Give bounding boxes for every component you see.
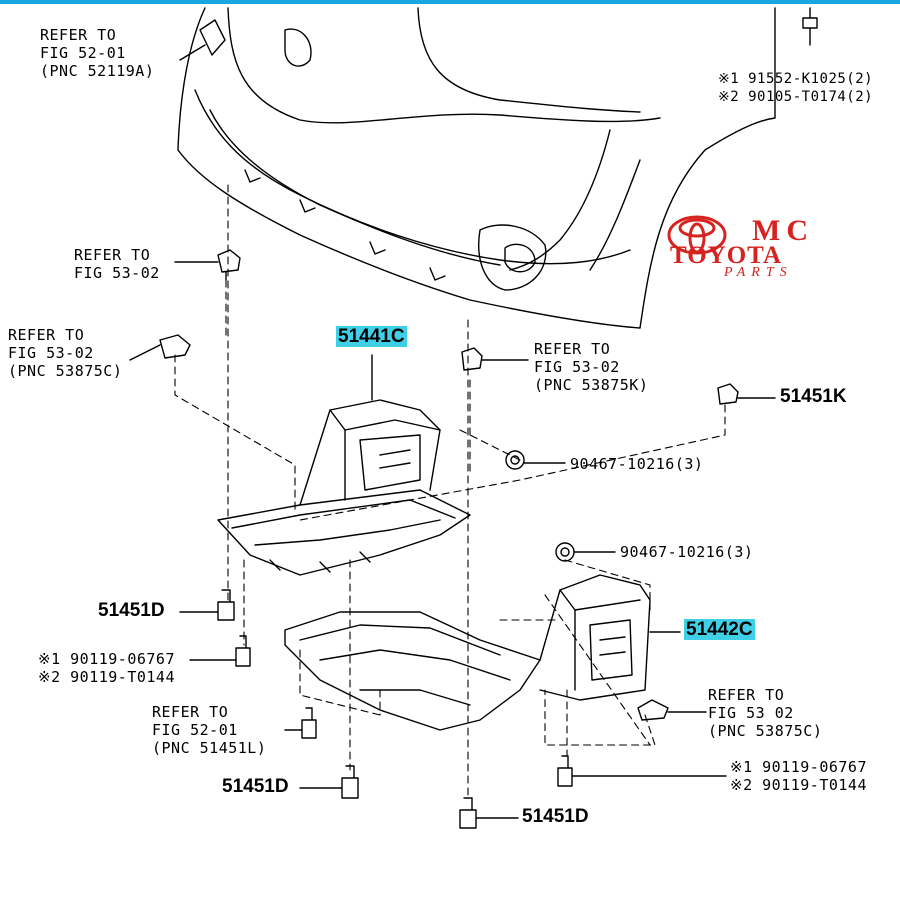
right-bolt-part-numbers: ※1 90119-06767 ※2 90119-T0144 [730,758,867,794]
refer-line: (PNC 53875C) [708,722,823,740]
left-engine-undercover [217,399,471,576]
refer-line: REFER TO [708,686,785,704]
part-90467-b-label[interactable]: 90467-10216(3) [620,543,754,561]
part-51451k-label[interactable]: 51451K [780,386,847,407]
refer-line: FIG 53-02 [74,264,160,282]
refer-fig-53-02-a: REFER TO FIG 53-02 [74,246,160,282]
refer-line: (PNC 53875C) [8,362,123,380]
refer-line: FIG 52-01 [40,44,126,62]
part-51442c-label[interactable]: 51442C [684,619,755,640]
part-number: ※2 90119-T0144 [38,668,175,686]
refer-fig-53-02-c: REFER TO FIG 53-02 (PNC 53875K) [534,340,648,394]
part-51441c-label[interactable]: 51441C [336,326,407,347]
refer-line: REFER TO [40,26,117,44]
refer-line: REFER TO [74,246,151,264]
top-accent-bar [0,0,900,4]
refer-fig-53-02-d: REFER TO FIG 53 02 (PNC 53875C) [708,686,822,740]
part-number: ※1 90119-06767 [730,758,867,776]
fasteners [159,7,818,829]
bumper-cover [177,7,776,329]
part-51442c-text: 51442C [684,619,755,640]
refer-line: (PNC 53875K) [534,376,649,394]
part-51451d-b-label[interactable]: 51451D [222,776,289,797]
part-90467-a-label[interactable]: 90467-10216(3) [570,455,704,473]
left-bolt-part-numbers: ※1 90119-06767 ※2 90119-T0144 [38,650,175,686]
refer-fig-52-01-top: REFER TO FIG 52-01 (PNC 52119A) [40,26,154,80]
refer-line: REFER TO [152,703,229,721]
part-number: ※1 90119-06767 [38,650,175,668]
part-number: ※2 90119-T0144 [730,776,867,794]
part-51441c-text: 51441C [336,326,407,347]
refer-line: FIG 53-02 [8,344,94,362]
logo-mc-text: MC [752,214,814,247]
toyota-emblem-icon [667,215,727,255]
part-51451d-c-label[interactable]: 51451D [522,806,589,827]
top-right-part-numbers: ※1 91552-K1025(2) ※2 90105-T0174(2) [718,70,873,106]
mc-toyota-parts-logo: MC TOYOTA PARTS [660,212,870,287]
refer-line: FIG 52-01 [152,721,238,739]
refer-line: FIG 53-02 [534,358,620,376]
solid-leaders [129,44,776,819]
logo-parts-text: PARTS [724,265,793,280]
part-number: ※2 90105-T0174(2) [718,89,874,105]
refer-line: REFER TO [8,326,85,344]
refer-fig-52-01-bottom: REFER TO FIG 52-01 (PNC 51451L) [152,703,266,757]
refer-fig-53-02-b: REFER TO FIG 53-02 (PNC 53875C) [8,326,122,380]
dashed-leaders [174,184,726,801]
logo-toyota-text: TOYOTA [670,242,783,269]
refer-line: (PNC 52119A) [40,62,155,80]
refer-line: (PNC 51451L) [152,739,267,757]
refer-line: REFER TO [534,340,611,358]
part-number: ※1 91552-K1025(2) [718,71,874,87]
refer-line: FIG 53 02 [708,704,794,722]
part-51451d-a-label[interactable]: 51451D [98,600,165,621]
